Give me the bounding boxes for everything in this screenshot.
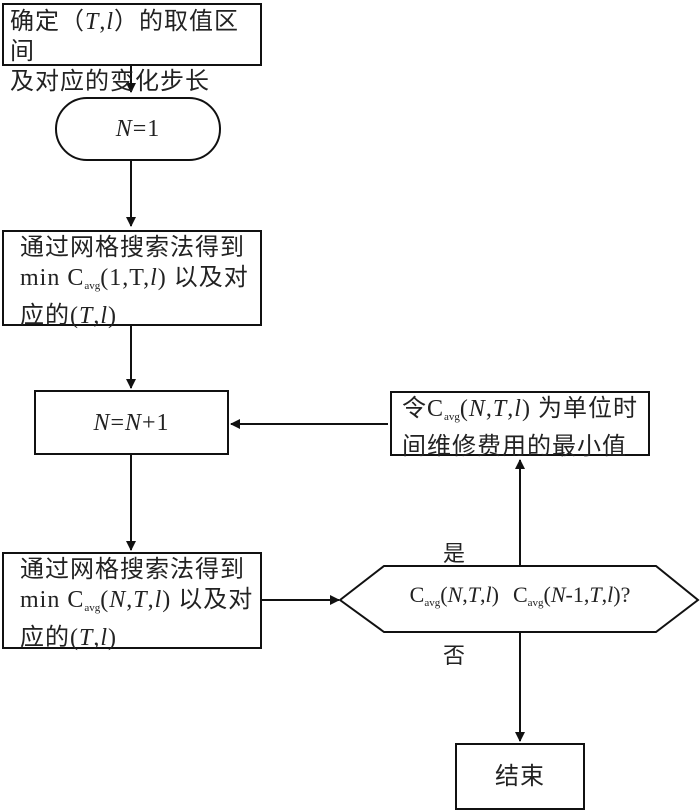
node-decision: Cavg(N,T,l) Cavg(N-1,T,l)?: [384, 568, 656, 630]
set-min-cost-line2: 间维修费用的最小值: [402, 434, 627, 460]
init-range-line1: 确定（T,l）的取值区间: [10, 9, 240, 65]
node-init-range: 确定（T,l）的取值区间 及对应的变化步长: [2, 3, 262, 95]
grid-search-n-line2: min Cavg(N,T,l) 以及对: [20, 587, 254, 614]
node-grid-search-n: 通过网格搜索法得到 min Cavg(N,T,l) 以及对 应的(T,l): [2, 552, 262, 651]
decision-rhs: Cavg(N-1,T,l)?: [512, 582, 631, 609]
decision-lhs: Cavg(N,T,l): [409, 582, 499, 609]
decision-shape: [338, 565, 700, 633]
node-increment-n: N=N+1: [34, 390, 229, 455]
init-range-line2: 及对应的变化步长: [10, 69, 210, 95]
grid-search-1-line1: 通过网格搜索法得到: [20, 235, 245, 261]
edge-label-yes: 是: [443, 541, 466, 566]
edge-label-no: 否: [443, 643, 466, 668]
node-set-n-1: N=1: [55, 97, 221, 161]
grid-search-1-line3: 应的(T,l): [20, 303, 118, 329]
grid-search-1-line2: min Cavg(1,T,l) 以及对: [20, 265, 249, 292]
set-min-cost-line1: 令Cavg(N,T,l) 为单位时: [402, 396, 638, 423]
node-end: 结束: [455, 743, 585, 810]
node-set-min-cost: 令Cavg(N,T,l) 为单位时 间维修费用的最小值: [390, 391, 650, 460]
node-grid-search-1: 通过网格搜索法得到 min Cavg(1,T,l) 以及对 应的(T,l): [2, 230, 262, 329]
grid-search-n-line3: 应的(T,l): [20, 625, 118, 651]
grid-search-n-line1: 通过网格搜索法得到: [20, 557, 245, 583]
